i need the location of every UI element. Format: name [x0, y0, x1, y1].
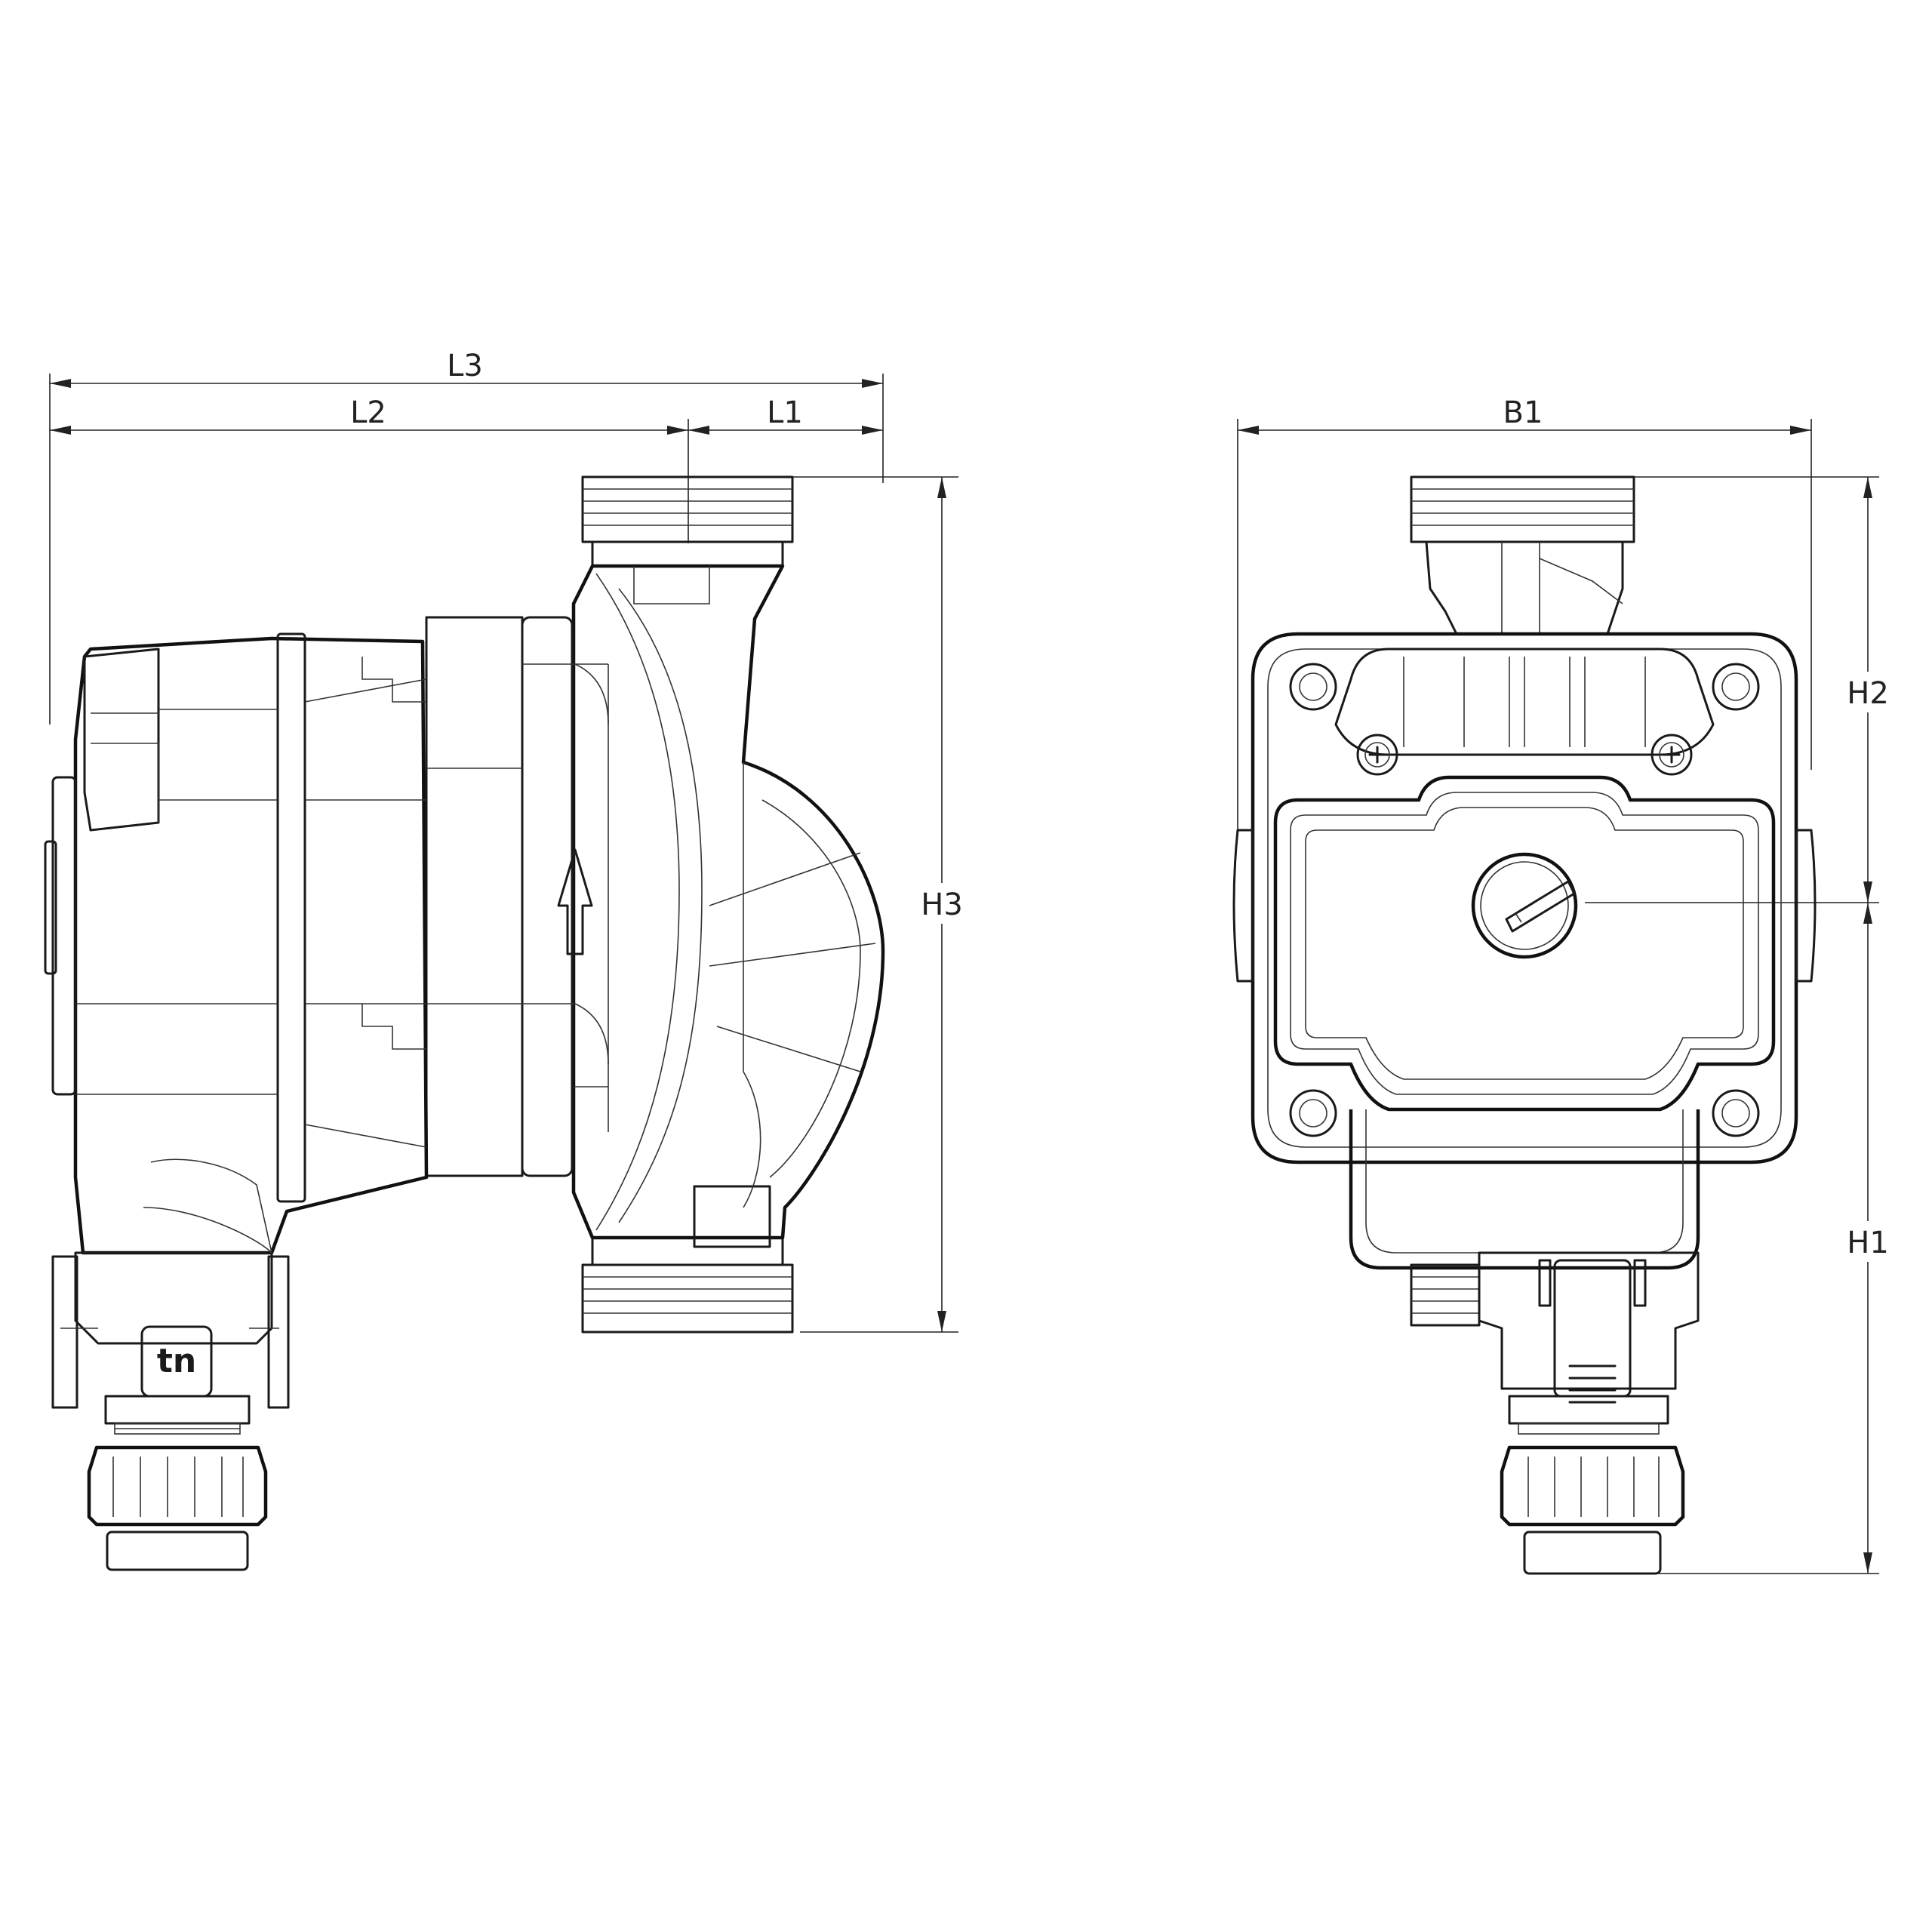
selector-knob-icon[interactable]	[1471, 852, 1578, 959]
pump-side-view: tn	[44, 475, 885, 1571]
control-box-cover	[1273, 775, 1776, 1112]
dimension-lines	[49, 374, 1879, 1574]
screw-right-icon	[1651, 734, 1693, 776]
dim-label-h3: H3	[921, 888, 963, 922]
cable-gland-nut-side	[87, 1445, 268, 1527]
dim-label-l1: L1	[767, 395, 803, 430]
pump-front-view	[1232, 475, 1817, 1575]
pump-volute	[571, 564, 885, 1240]
lower-housing	[1349, 1109, 1700, 1270]
dim-label-b1: B1	[1503, 395, 1543, 430]
motor-body	[73, 636, 429, 1255]
dim-label-h1: H1	[1847, 1226, 1889, 1260]
cable-gland-nut-front	[1500, 1445, 1685, 1527]
screw-left-icon	[1356, 734, 1398, 776]
control-box	[83, 648, 160, 832]
dim-label-h2: H2	[1847, 676, 1889, 711]
dim-label-l2: L2	[350, 395, 386, 430]
logo-mark: tn	[157, 1342, 196, 1380]
top-thread-side	[581, 475, 794, 568]
mounting-hole-bottom-left	[1289, 1089, 1337, 1137]
cable-connector-box	[74, 1251, 273, 1345]
mounting-hole-top-right	[1712, 663, 1760, 711]
selector-knob-side	[51, 776, 77, 1096]
flow-direction-arrow-icon	[557, 848, 593, 955]
dim-label-l3: L3	[447, 349, 483, 383]
front-housing-outline	[1251, 632, 1798, 1164]
top-thread-front	[1410, 475, 1635, 635]
flange-ring	[521, 616, 574, 1177]
cable-connector-front	[1478, 1251, 1700, 1390]
mounting-hole-bottom-right	[1712, 1089, 1760, 1137]
mounting-hole-top-left	[1289, 663, 1337, 711]
bottom-thread-side	[581, 1236, 794, 1334]
